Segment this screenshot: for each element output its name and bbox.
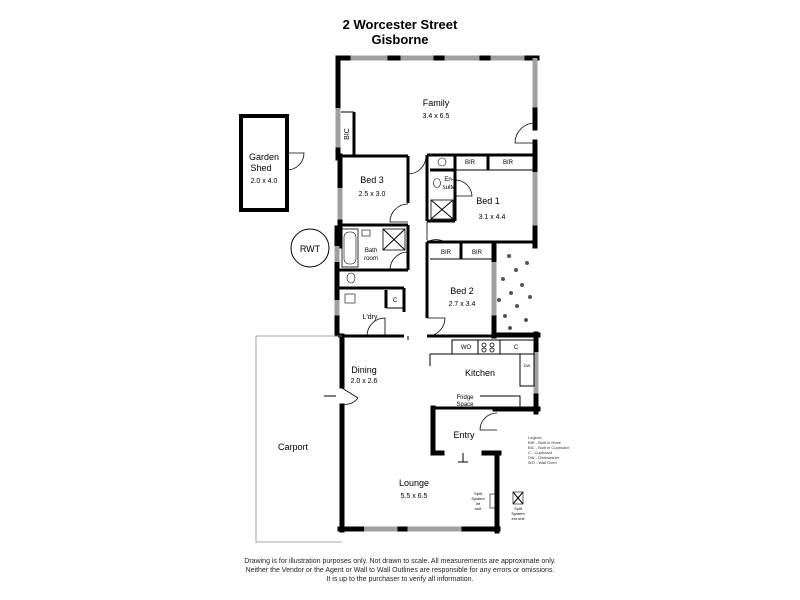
wall-oven-label: WO (461, 345, 472, 351)
legend-item: BIC - Built in Cupboard (528, 445, 569, 450)
dishwasher-label: DW (524, 363, 531, 368)
suburb-title: Gisborne (371, 32, 429, 47)
carport-label: Carport (278, 442, 309, 452)
legend-item: DW - Dishwasher (528, 455, 560, 460)
split-int-3: int (476, 501, 481, 506)
split-int-2: System (471, 496, 485, 501)
exterior-walls (334, 55, 541, 534)
bed1-size: 3.1 x 4.4 (479, 214, 506, 221)
split-int-4: unit (475, 506, 482, 511)
split-system-unit (489, 493, 496, 509)
courtyard-plants (497, 254, 532, 330)
split-int-1: Split (474, 491, 483, 496)
bed1-label: Bed 1 (476, 196, 500, 206)
bed2-label: Bed 2 (450, 286, 474, 296)
lounge-label: Lounge (399, 478, 429, 488)
interior-walls (324, 111, 535, 431)
bed2-size: 2.7 x 3.4 (449, 301, 476, 308)
kitchen-label: Kitchen (465, 368, 495, 378)
bir-top-right: BIR (503, 160, 514, 166)
bathroom-label-1: Bath (365, 248, 377, 254)
fridge-label-2: Space (456, 402, 474, 408)
bir-bed2-left: BIR (441, 250, 452, 256)
disclaimer-line-2: Neither the Vendor or the Agent or Wall … (245, 567, 555, 574)
entry-arrow (458, 453, 468, 463)
bir-bed2-right: BIR (472, 250, 483, 256)
split-ext-2: System (511, 511, 525, 516)
family-label: Family (423, 98, 450, 108)
legend-item: WO - Wall Oven (528, 460, 557, 465)
split-ext-1: Split (514, 506, 523, 511)
shed-label-1: Garden (249, 152, 279, 162)
split-ext-3: ext unit (512, 516, 526, 521)
dining-label: Dining (351, 365, 377, 375)
garden-shed (239, 114, 305, 212)
family-size: 3.4 x 6.5 (423, 113, 450, 120)
bic-label: BIC (344, 128, 351, 140)
bed3-label: Bed 3 (360, 175, 384, 185)
legend-item: C - Cupboard (528, 450, 553, 455)
address-title: 2 Worcester Street (342, 17, 458, 32)
rainwater-tank (290, 228, 330, 268)
carport (255, 335, 342, 543)
bathroom-label-2: room (364, 256, 378, 262)
entry-label: Entry (453, 430, 475, 440)
rwt-label: RWT (300, 244, 321, 254)
dining-size: 2.0 x 2.6 (351, 378, 378, 385)
laundry-label: L'dry (363, 314, 378, 321)
legend-item: BIR - Built in Robe (528, 440, 561, 445)
lounge-size: 5.5 x 6.5 (401, 493, 428, 500)
split-system-ext (512, 491, 524, 505)
shed-label-2: Shed (250, 163, 271, 173)
legend: Legend BIR - Built in Robe BIC - Built i… (528, 435, 569, 465)
bed3-size: 2.5 x 3.0 (359, 191, 386, 198)
bir-top-left: BIR (465, 160, 476, 166)
fridge-label-1: Fridge (456, 395, 474, 401)
ensuite-label-2: suite (443, 185, 456, 191)
kitchen-cupboard-label: C (514, 345, 519, 351)
legend-title: Legend (528, 435, 542, 440)
laundry-cupboard-label: C (393, 298, 398, 304)
bathroom-fixtures (341, 157, 454, 304)
disclaimer-line-3: It is up to the purchaser to verify all … (326, 576, 474, 583)
disclaimer-line-1: Drawing is for illustration purposes onl… (244, 558, 556, 565)
ensuite-label-1: En- (444, 177, 453, 183)
shed-size: 2.0 x 4.0 (251, 178, 278, 185)
